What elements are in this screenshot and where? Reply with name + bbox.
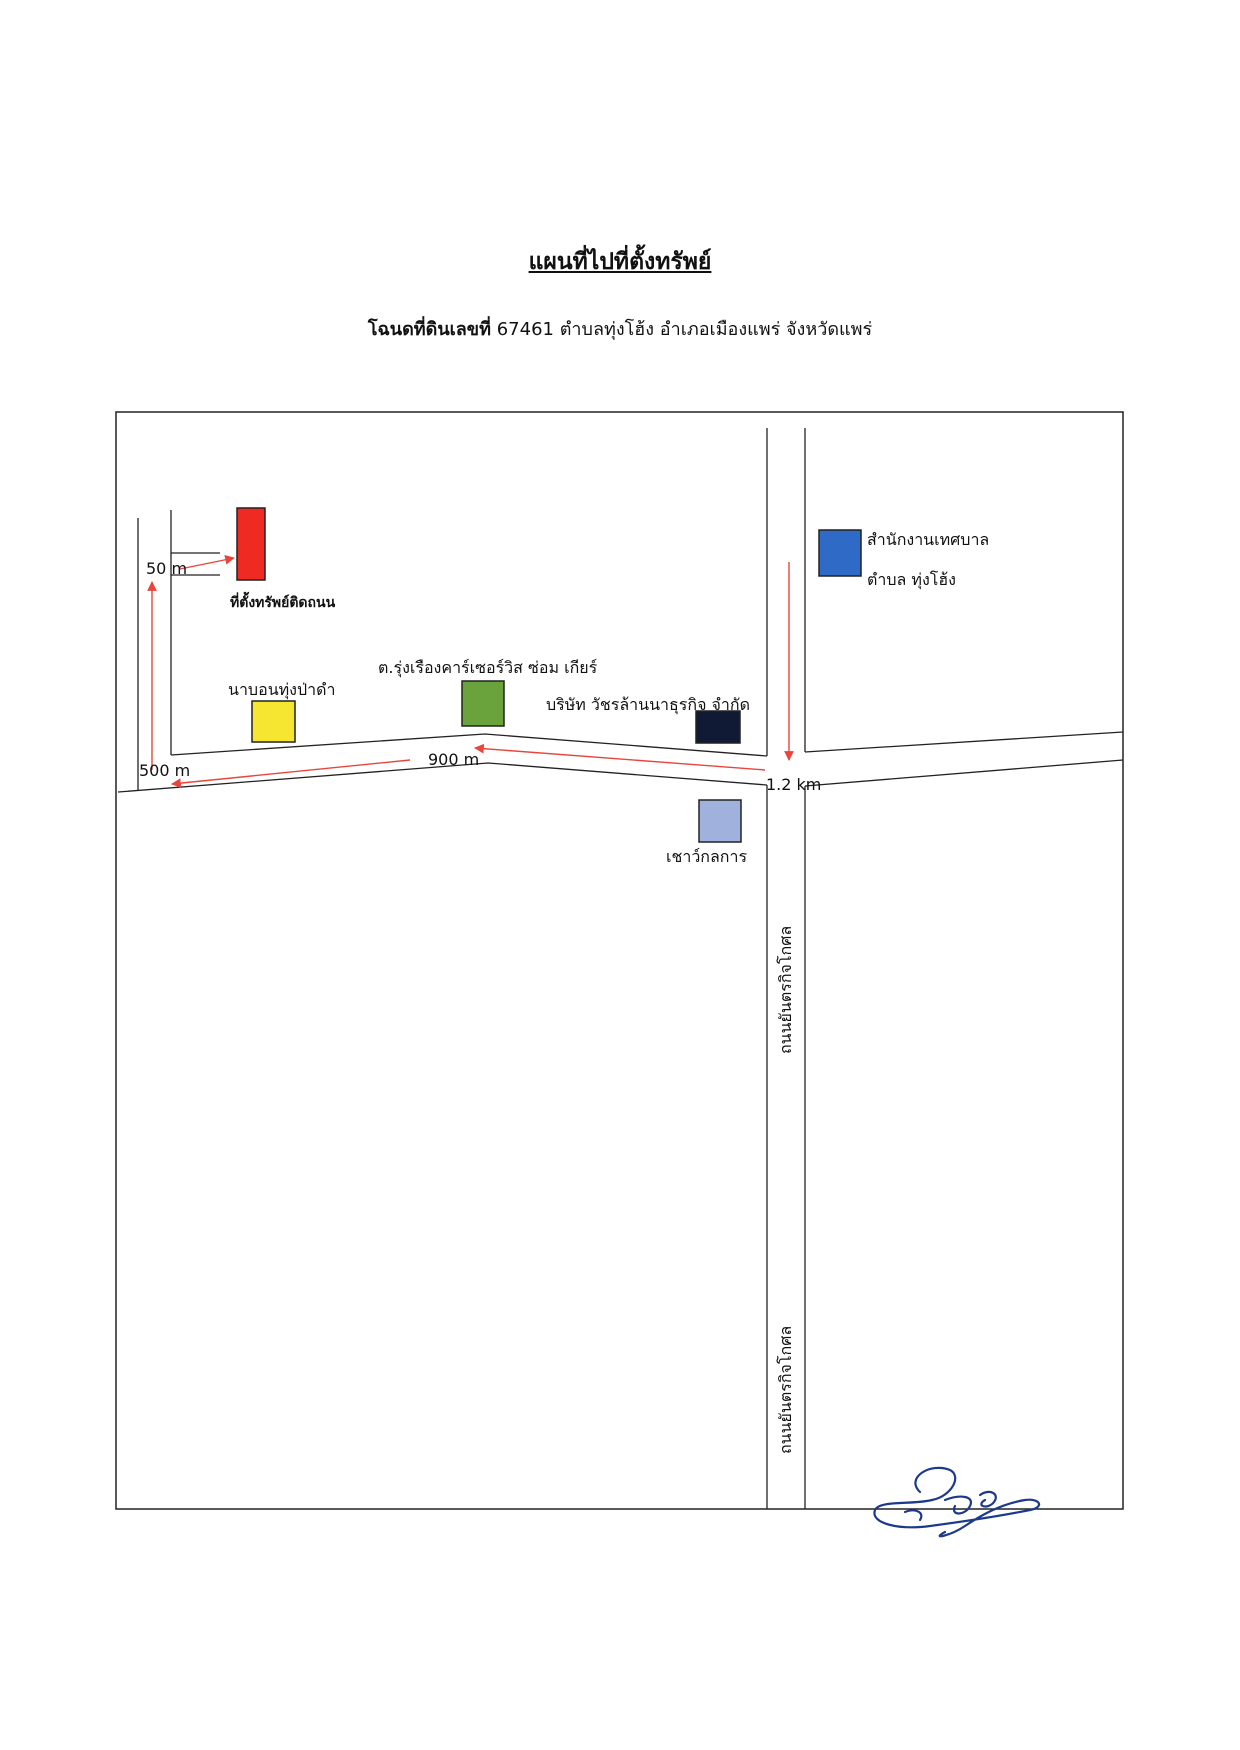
road-name-lower: ถนนยันตรกิจโกศล: [776, 1326, 795, 1454]
signature: [873, 1466, 1041, 1538]
shop-label: เชาว์กลการ: [666, 847, 747, 866]
route-arrow-east-segment: [474, 743, 766, 771]
municipality-label-line2: ตำบล ทุ่งโฮ้ง: [867, 570, 956, 590]
distance-900m-label: 900 m: [428, 750, 479, 769]
distance-500m-label: 500 m: [139, 761, 190, 780]
route-arrow-to-property: [179, 554, 235, 570]
property-marker: [236, 507, 266, 581]
route-arrows: [147, 554, 794, 788]
deed-location: ตำบลทุ่งโฮ้ง อำเภอเมืองแพร่ จังหวัดแพร่: [559, 319, 873, 340]
side-lane: [137, 510, 220, 790]
page-title: แผนที่ไปที่ตั้งทรัพย์: [528, 249, 712, 275]
deed-number: 67461: [496, 319, 554, 340]
field-marker: [251, 700, 296, 743]
deed-label: โฉนดที่ดินเลขที่: [367, 319, 491, 340]
garage-label: ต.รุ่งเรืองคาร์เซอร์วิส ซ่อม เกียร์: [378, 658, 598, 678]
deed-subtitle: โฉนดที่ดินเลขที่ 67461 ตำบลทุ่งโฮ้ง อำเภ…: [0, 314, 1240, 343]
garage-marker: [461, 680, 505, 727]
company-label: บริษัท วัชรล้านนาธุรกิจ จำกัด: [546, 695, 750, 715]
shop-marker: [698, 799, 742, 843]
route-arrow-west-segment: [171, 759, 411, 788]
distance-1200m-label: 1.2 km: [766, 775, 821, 794]
horizontal-road: [117, 731, 1124, 793]
municipality-label-line1: สำนักงานเทศบาล: [867, 530, 989, 549]
road-name-upper: ถนนยันตรกิจโกศล: [776, 926, 795, 1054]
distance-50m-label: 50 m: [146, 559, 187, 578]
field-label: นาบอนทุ่งป่าดำ: [228, 680, 336, 700]
property-label: ที่ตั้งทรัพย์ติดถนน: [230, 591, 336, 611]
vertical-road: [766, 428, 806, 1509]
map-frame: [115, 411, 1124, 1510]
company-marker: [695, 710, 741, 744]
municipality-marker: [818, 529, 862, 577]
